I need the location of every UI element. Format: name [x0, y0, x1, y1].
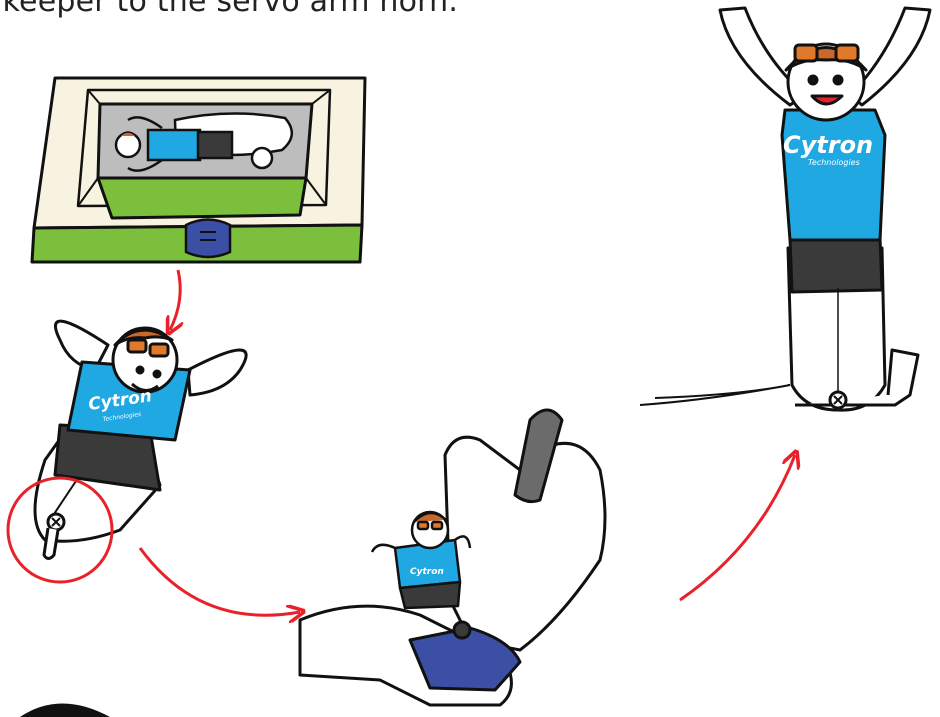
floor-line	[640, 385, 790, 405]
bottom-arc	[20, 704, 110, 717]
arrow-up-right	[680, 455, 795, 600]
servo-in-goal	[186, 220, 230, 258]
arrow-down	[170, 270, 180, 330]
shirt-logo-small: Cytron	[410, 567, 444, 577]
shirt-logo-standing: Cytron	[783, 131, 873, 159]
arrow-right	[140, 548, 300, 615]
goalkeeper-figure	[35, 321, 246, 558]
goalkeeper-standing	[720, 8, 930, 410]
shirt-tagline-standing: Technologies	[808, 158, 860, 167]
